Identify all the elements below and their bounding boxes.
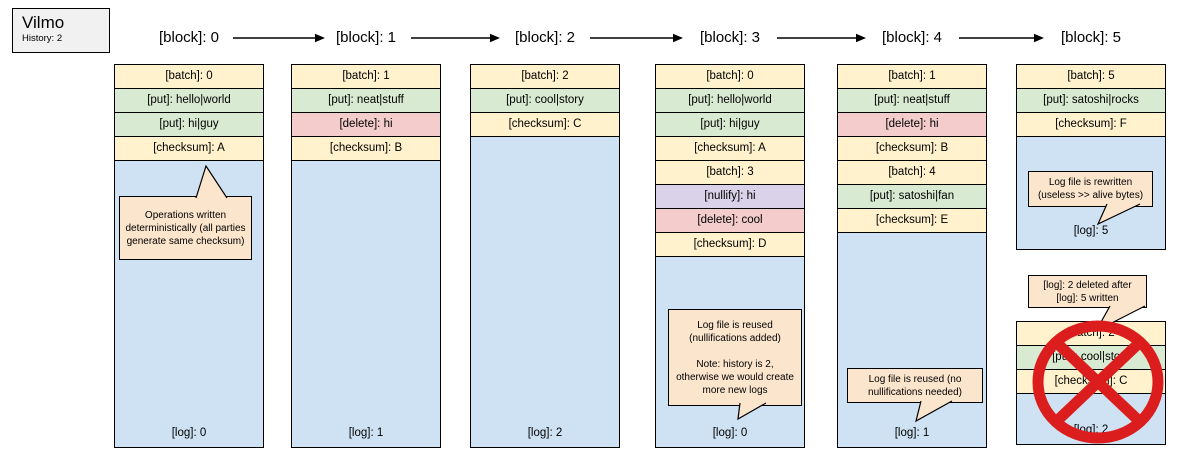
op-row-batch: [batch]: 4 — [838, 161, 986, 185]
op-row-delete: [delete]: cool — [656, 209, 804, 233]
op-row-put: [put]: cool|story — [1017, 346, 1165, 370]
op-row-checksum: [checksum]: A — [656, 137, 804, 161]
op-row-put: [put]: hello|world — [656, 89, 804, 113]
op-row-checksum: [checksum]: B — [838, 137, 986, 161]
op-row-put: [put]: neat|stuff — [838, 89, 986, 113]
callout-log-deleted: [log]: 2 deleted after [log]: 5 written — [1028, 275, 1147, 308]
callout-text: Operations written deterministically (al… — [125, 209, 246, 247]
callout-deterministic: Operations written deterministically (al… — [119, 196, 252, 260]
op-row-batch: [batch]: 2 — [1017, 322, 1165, 346]
history-setting: History: 2 — [22, 33, 63, 44]
log-label: [log]: 1 — [894, 427, 930, 439]
callout-log-rewritten: Log file is rewritten (useless >> alive … — [1028, 171, 1153, 207]
op-row-checksum: [checksum]: F — [1017, 113, 1165, 137]
log-file-block-2: [batch]: 2 [put]: cool|story [checksum]:… — [470, 64, 620, 448]
op-row-batch: [batch]: 5 — [1017, 65, 1165, 89]
op-row-delete: [delete]: hi — [292, 113, 440, 137]
op-row-put: [put]: satoshi|fan — [838, 185, 986, 209]
log-label: [log]: 0 — [171, 427, 207, 439]
callout-log-reused-nullifications: Log file is reused (nullifications added… — [668, 309, 802, 406]
op-row-batch: [batch]: 2 — [471, 65, 619, 89]
log-label: [log]: 2 — [1073, 424, 1109, 436]
callout-text: Log file is reused (no nullifications ne… — [868, 373, 962, 398]
op-row-batch: [batch]: 0 — [115, 65, 263, 89]
block-header-1: [block]: 1 — [335, 29, 397, 46]
op-row-delete: [delete]: hi — [838, 113, 986, 137]
app-name: Vilmo — [22, 13, 65, 32]
op-row-put: [put]: hi|guy — [656, 113, 804, 137]
log-label: [log]: 1 — [348, 427, 384, 439]
op-row-nullify: [nullify]: hi — [656, 185, 804, 209]
op-row-checksum: [checksum]: E — [838, 209, 986, 233]
callout-note: Note: history is 2, otherwise we would c… — [676, 358, 794, 396]
block-header-5: [block]: 5 — [1060, 29, 1122, 46]
op-row-batch: [batch]: 1 — [292, 65, 440, 89]
op-row-put: [put]: cool|story — [471, 89, 619, 113]
callout-text: Log file is reused (nullifications added… — [689, 319, 781, 344]
callout-text: [log]: 2 deleted after [log]: 5 written — [1043, 279, 1132, 304]
log-label: [log]: 5 — [1073, 225, 1109, 237]
op-row-checksum: [checksum]: B — [292, 137, 440, 161]
block-header-3: [block]: 3 — [699, 29, 761, 46]
op-row-checksum: [checksum]: D — [656, 233, 804, 257]
log-label: [log]: 2 — [527, 427, 563, 439]
op-row-put: [put]: hello|world — [115, 89, 263, 113]
callout-text: Log file is rewritten (useless >> alive … — [1037, 177, 1144, 201]
log-label: [log]: 0 — [712, 427, 748, 439]
log-file-block-1: [batch]: 1 [put]: neat|stuff [delete]: h… — [291, 64, 441, 448]
callout-log-reused-clean: Log file is reused (no nullifications ne… — [847, 368, 983, 403]
app-title-box: Vilmo History: 2 — [12, 8, 110, 53]
op-row-batch: [batch]: 3 — [656, 161, 804, 185]
log-file-deleted-log-2: [batch]: 2 [put]: cool|story [checksum]:… — [1016, 321, 1166, 445]
op-row-checksum: [checksum]: C — [471, 113, 619, 137]
block-header-4: [block]: 4 — [881, 29, 943, 46]
op-row-put: [put]: hi|guy — [115, 113, 263, 137]
log-file-block-5: [batch]: 5 [put]: satoshi|rocks [checksu… — [1016, 64, 1166, 250]
block-header-2: [block]: 2 — [514, 29, 576, 46]
op-row-batch: [batch]: 1 — [838, 65, 986, 89]
op-row-checksum: [checksum]: A — [115, 137, 263, 161]
block-header-0: [block]: 0 — [158, 29, 220, 46]
op-row-put: [put]: neat|stuff — [292, 89, 440, 113]
op-row-put: [put]: satoshi|rocks — [1017, 89, 1165, 113]
op-row-checksum: [checksum]: C — [1017, 370, 1165, 394]
op-row-batch: [batch]: 0 — [656, 65, 804, 89]
